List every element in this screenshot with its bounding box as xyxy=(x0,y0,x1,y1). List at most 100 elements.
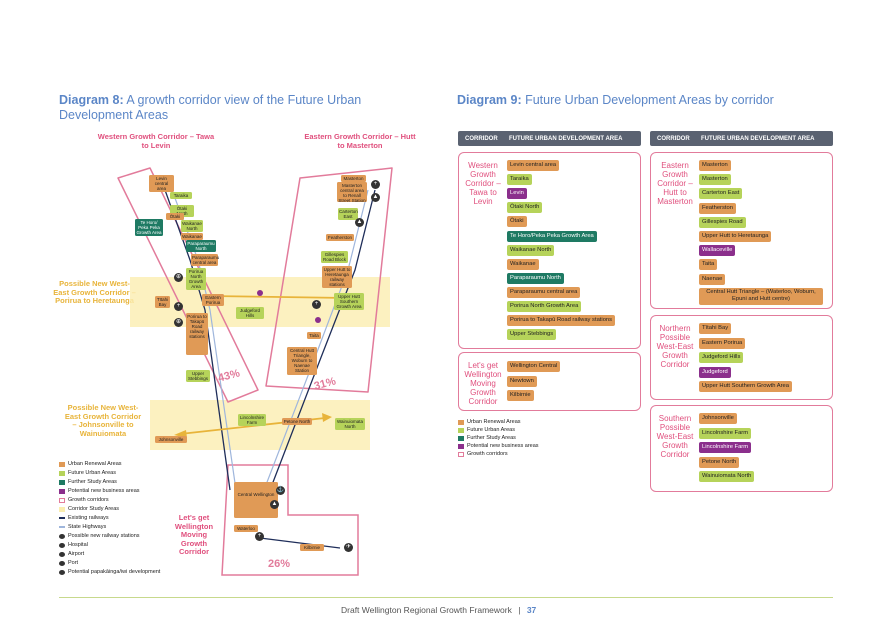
legend-corridor-study: Corridor Study Areas xyxy=(59,506,119,512)
legend-highways: State Highways xyxy=(59,524,106,530)
northern-area-tag: Eastern Porirua xyxy=(699,337,746,349)
map-tag-upper-stebbings: Upper Stebbings xyxy=(186,370,210,382)
eastern-area-tag: Upper Hutt to Heretaunga xyxy=(699,231,772,242)
railway-east xyxy=(269,189,376,491)
eastern-area-tag: Featherston xyxy=(699,202,736,214)
northern-area-tag: Judgeford xyxy=(699,366,731,378)
western-area-tag: Paraparaumu North xyxy=(507,272,564,284)
map-tag-masterton-central: Masterton central area to Renall Street … xyxy=(337,182,367,203)
northern-area-tag: Judgeford Hills xyxy=(699,352,744,363)
johnsonville-corridor-label: Possible New West-East Growth Corridor –… xyxy=(64,403,142,438)
map-tag-taita: Taita xyxy=(307,332,321,339)
eastern-corridor-outline xyxy=(265,167,393,393)
western-area-tag: Ōtaki North xyxy=(507,202,543,214)
wellington-percentage: 26% xyxy=(268,558,291,570)
wellington-area-tag: Newtown xyxy=(507,375,537,387)
footer-text: Draft Wellington Regional Growth Framewo… xyxy=(341,605,512,615)
western-area-tag: Te Horo/Peka Peka Growth Area xyxy=(507,230,597,242)
map-tag-porirua-north: Porirua North Growth Area xyxy=(186,268,206,290)
legend-growth-corridors: Growth corridors xyxy=(59,497,109,503)
map-tag-kilbirnie: Kilbirnie xyxy=(300,544,324,551)
map-tag-upper-hutt-heretaunga: Upper Hutt to Heretaunga railway station… xyxy=(322,266,352,288)
legend-airport: Airport xyxy=(59,551,84,557)
diagram9-title-bold: Diagram 9: xyxy=(457,93,522,107)
legend-papakainga: Potential papakāinga/iwi development xyxy=(59,569,160,575)
map-tag-lincolnshire: Lincolnshire Farm xyxy=(238,414,266,426)
diagram8-title-rest: A growth corridor view of the Future Urb… xyxy=(59,93,362,122)
wellington-area-tag: Wellington Central xyxy=(507,361,561,372)
hospital-icon: + xyxy=(312,300,321,309)
hospital-icon: + xyxy=(174,302,183,311)
western-corridor-label: Western Growth Corridor – Tawa to Levin xyxy=(97,132,215,150)
porirua-corridor-label: Possible New West-East Growth Corridor –… xyxy=(53,279,136,305)
group-southern-label: Southern Possible West-East Growth Corri… xyxy=(656,414,694,459)
map-tag-taraika: Taraika xyxy=(170,192,192,199)
western-area-tag: Porirua North Growth Area xyxy=(507,301,582,312)
diagram9-title: Diagram 9: Future Urban Development Area… xyxy=(457,93,857,108)
diagram8-legend: Urban Renewal Areas Future Urban Areas F… xyxy=(59,461,199,586)
legend-further-study: Further Study Areas xyxy=(59,479,117,485)
western-area-tag: Levin central area xyxy=(507,160,560,171)
western-area-tag: Taraika xyxy=(507,174,532,186)
diagram9-title-rest: Future Urban Development Areas by corrid… xyxy=(521,93,774,107)
western-area-tag: Upper Stebbings xyxy=(507,329,557,341)
header-corridor: CORRIDOR xyxy=(657,135,690,142)
map-tag-eastern-porirua: Eastern Porirua xyxy=(202,294,224,306)
railway-station-icon: ⊕ xyxy=(174,318,183,327)
map-tag-paraparaumu-north: Paraparaumu North xyxy=(186,240,216,252)
legend-railways: Existing railways xyxy=(59,515,109,521)
legend9-business: Potential new business areas xyxy=(458,443,539,449)
group-eastern-label: Eastern Growth Corridor – Hutt to Master… xyxy=(657,161,693,206)
header-corridor: CORRIDOR xyxy=(465,135,498,142)
hospital-icon: + xyxy=(255,532,264,541)
eastern-area-tag: Carterton East xyxy=(699,188,743,200)
eastern-area-tag: Masterton xyxy=(699,160,731,171)
legend-hospital: Hospital xyxy=(59,542,88,548)
map-tag-wainuiomata: Wainuiomata North xyxy=(335,418,365,430)
papakainga-icon: ▲ xyxy=(270,500,279,509)
footer: Draft Wellington Regional Growth Framewo… xyxy=(341,605,536,615)
group-wellington: Let's get Wellington Moving Growth Corri… xyxy=(458,352,641,411)
wellington-area-tag: Kilbirnie xyxy=(507,390,534,401)
eastern-area-tag: Wallaceville xyxy=(699,245,736,257)
highway-east xyxy=(263,189,369,491)
diagram8-title-bold: Diagram 8: xyxy=(59,93,124,107)
wellington-corridor-label: Let's get Wellington Moving Growth Corri… xyxy=(174,513,214,556)
western-area-tag: Levin xyxy=(507,188,527,200)
legend-business: Potential new business areas xyxy=(59,488,140,494)
northern-area-tag: Tītahi Bay xyxy=(699,323,732,334)
legend9-future-urban: Future Urban Areas xyxy=(458,427,515,433)
eastern-corridor-label: Eastern Growth Corridor – Hutt to Master… xyxy=(304,132,416,150)
map-tag-te-horo: Te Horo/ Peka Peka Growth Area xyxy=(135,219,163,236)
footer-separator: | xyxy=(518,605,521,615)
group-eastern: Eastern Growth Corridor – Hutt to Master… xyxy=(650,152,833,309)
papakainga-icon: ▲ xyxy=(355,218,364,227)
page-number: 37 xyxy=(526,605,537,615)
port-icon: ⚓ xyxy=(276,486,285,495)
group-wellington-label: Let's get Wellington Moving Growth Corri… xyxy=(464,361,502,406)
southern-area-tag: Lincolnshire Farm xyxy=(699,427,752,439)
map-tag-waikanae-north: Waikanae North xyxy=(181,220,203,232)
map-tag-carterton: Carterton East xyxy=(338,208,358,220)
legend-future-urban: Future Urban Areas xyxy=(59,470,116,476)
footer-rule xyxy=(59,597,833,598)
map-tag-featherston: Featherston xyxy=(326,234,354,241)
map-tag-central-wellington: Central Wellington xyxy=(234,482,278,518)
header-area: FUTURE URBAN DEVELOPMENT AREA xyxy=(509,135,623,142)
map-tag-otaki: Ōtaki xyxy=(166,213,184,220)
eastern-area-tag: Gillespies Road xyxy=(699,216,746,228)
eastern-area-tag: Masterton xyxy=(699,174,731,186)
northern-area-tag: Upper Hutt Southern Growth Area xyxy=(699,381,792,392)
map-tag-judgeford: Judgeford Hills xyxy=(236,307,264,319)
map-tag-porirua-takapu: Porirua to Takapū Road railway stations xyxy=(186,313,208,355)
airport-icon: ✈ xyxy=(344,543,353,552)
legend-port: Port xyxy=(59,560,78,566)
legend9-urban-renewal: Urban Renewal Areas xyxy=(458,419,521,425)
map-tag-levin: Levin central area xyxy=(149,175,174,192)
western-area-tag: Paraparaumu central area xyxy=(507,286,581,298)
legend9-growth-corridors: Growth corridors xyxy=(458,451,508,457)
group-northern-label: Northern Possible West-East Growth Corri… xyxy=(656,324,694,369)
southern-area-tag: Wainuiomata North xyxy=(699,471,755,482)
map-tag-waterloo: Waterloo xyxy=(234,525,258,532)
legend-urban-renewal: Urban Renewal Areas xyxy=(59,461,122,467)
